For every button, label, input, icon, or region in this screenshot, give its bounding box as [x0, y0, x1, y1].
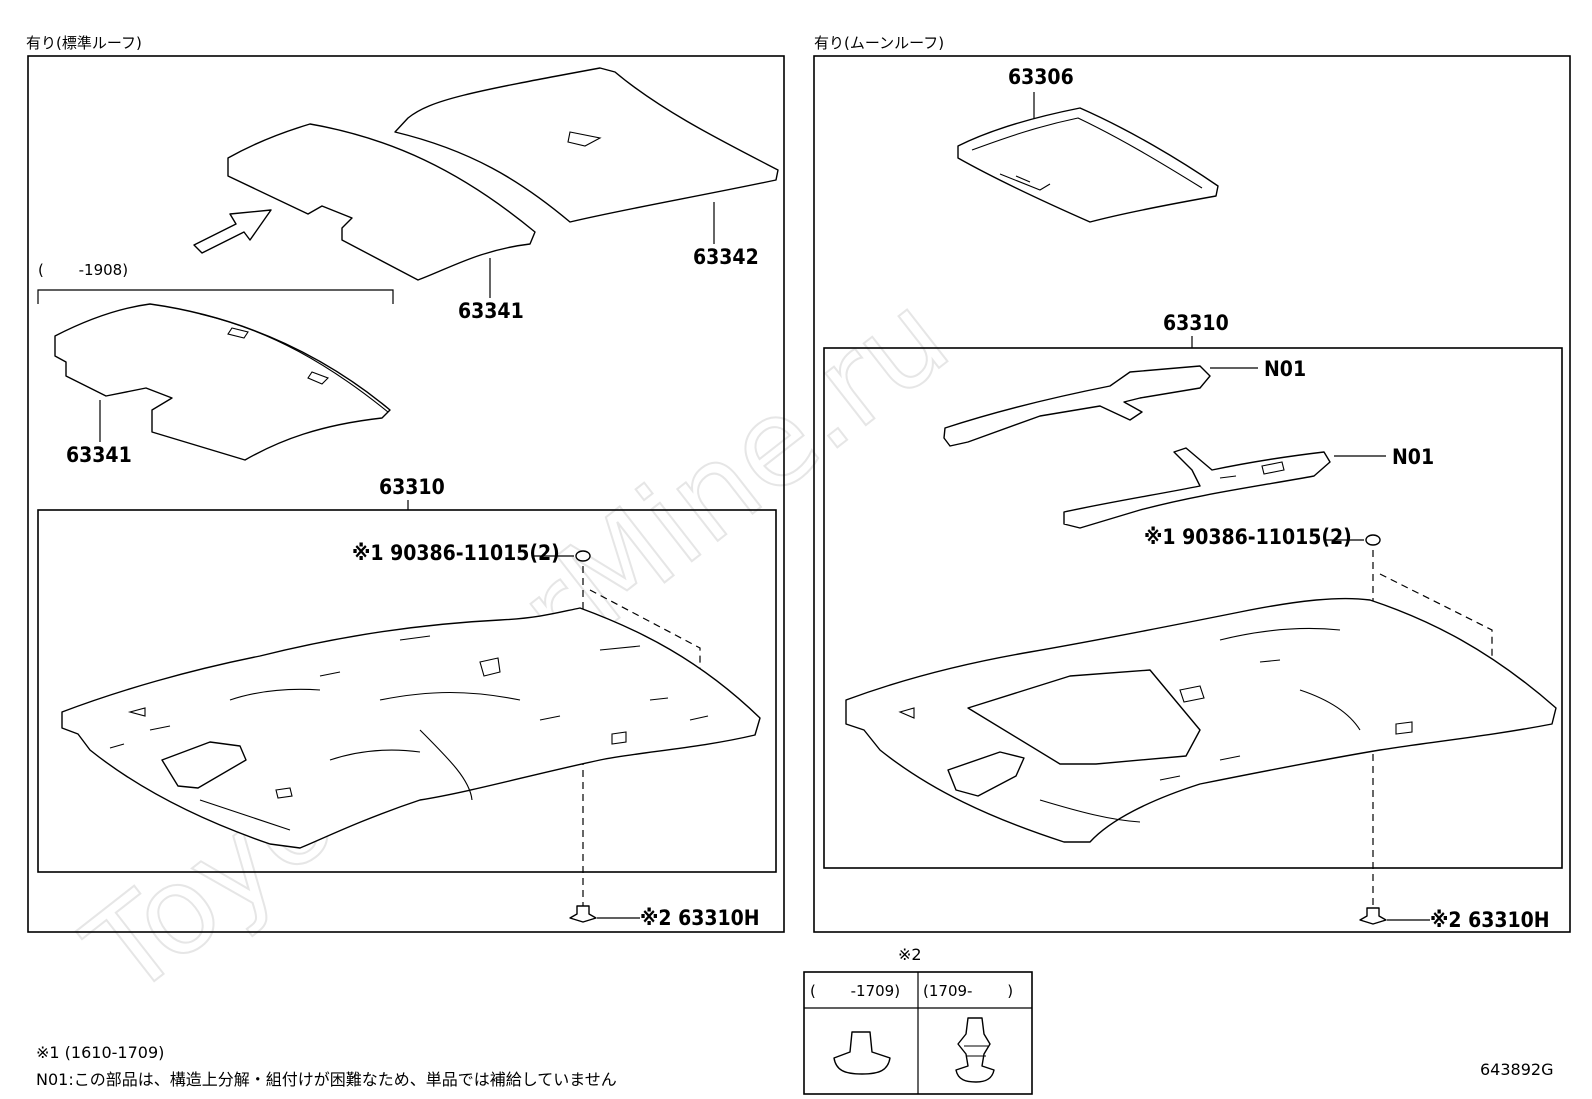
legend-table: ※2 ( -1709) (1709- ): [803, 945, 1033, 1095]
note-2: N01:この部品は、構造上分解・組付けが困難なため、単品では補給していません: [36, 1070, 617, 1089]
right-clip-label: ※1 90386-11015(2): [1144, 525, 1352, 549]
left-clip-label: ※1 90386-11015(2): [352, 541, 560, 565]
part-number-63310-left: 63310: [379, 475, 445, 499]
sunshade: [957, 107, 1219, 223]
right-clip-bottom-label: ※2 63310H: [1430, 908, 1550, 932]
clip-type-new-icon: [955, 1017, 995, 1083]
part-number-63341-old: 63341: [66, 443, 132, 467]
drawing-id: 643892G: [1480, 1060, 1553, 1079]
bracket-label-1: N01: [1264, 357, 1306, 381]
left-panel: 有り(標準ルーフ) ( -1908) 63342 63341 63341 633…: [26, 34, 785, 933]
legend-col1-header: ( -1709): [810, 982, 900, 1000]
legend-col2-header: (1709- ): [923, 982, 1013, 1000]
right-panel: 有り(ムーンルーフ) 63306 63310 N01 N01 ※1 90386-…: [813, 34, 1571, 933]
bracket-label-2: N01: [1392, 445, 1434, 469]
clip-bottom-icon-right: [1359, 907, 1387, 925]
left-headlining-frame: [37, 509, 777, 873]
roof-bracket-rear: [1063, 447, 1331, 529]
assembly-arrow-icon: [193, 209, 272, 254]
part-number-63310-right: 63310: [1163, 311, 1229, 335]
headlining-moonroof: [845, 597, 1557, 843]
part-number-63341-upper: 63341: [458, 299, 524, 323]
clip-bottom-icon: [569, 905, 597, 923]
right-panel-title: 有り(ムーンルーフ): [814, 34, 944, 52]
note-1: ※1 (1610-1709): [36, 1043, 164, 1062]
roof-bracket-front: [943, 365, 1211, 447]
left-panel-title: 有り(標準ルーフ): [26, 34, 142, 52]
left-panel-frame: [27, 55, 785, 933]
legend-title: ※2: [898, 945, 922, 964]
left-clip-bottom-label: ※2 63310H: [640, 906, 760, 930]
part-number-63306: 63306: [1008, 65, 1074, 89]
headlining-standard: [61, 607, 761, 849]
roof-pad-front: [227, 123, 536, 281]
right-headlining-frame: [823, 347, 1563, 869]
roof-pad-old: [54, 303, 391, 461]
clip-icon: [575, 550, 591, 562]
part-number-63342: 63342: [693, 245, 759, 269]
moonroof-opening: [967, 669, 1201, 765]
clip-icon-right: [1365, 534, 1381, 546]
left-date-range: ( -1908): [38, 261, 128, 279]
clip-type-old-icon: [833, 1031, 891, 1075]
right-panel-frame: [813, 55, 1571, 933]
